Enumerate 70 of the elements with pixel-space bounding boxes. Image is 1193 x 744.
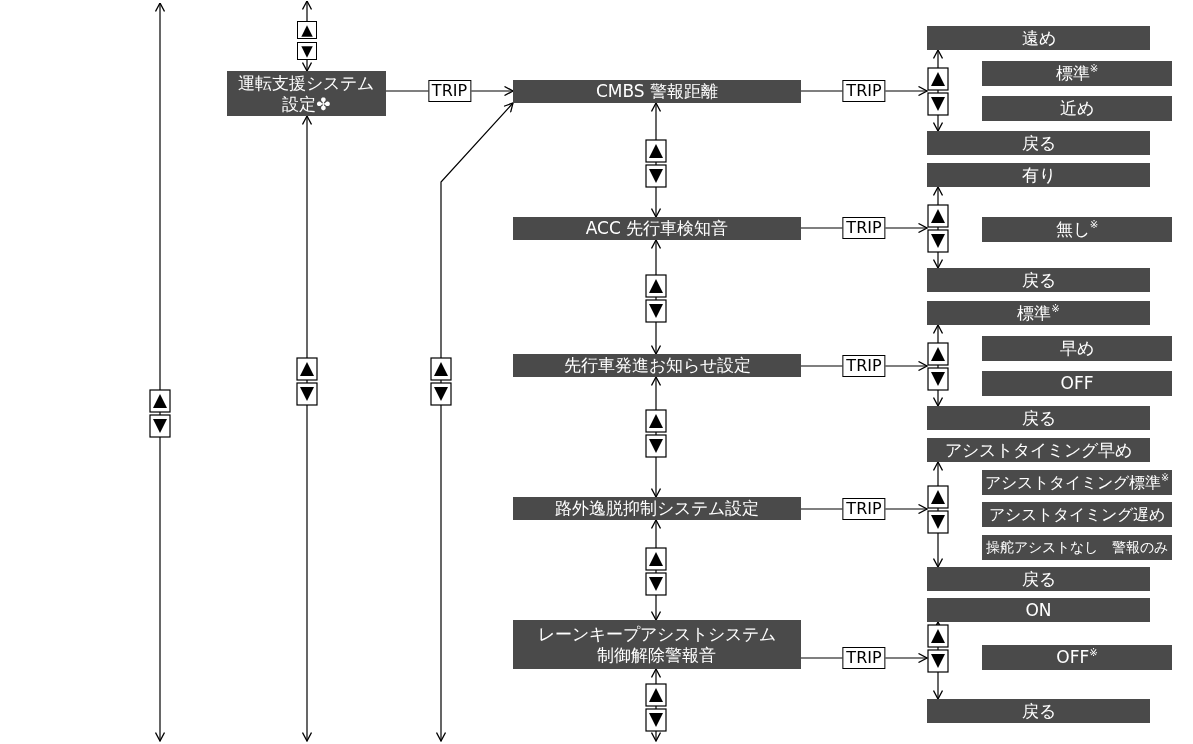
double-arrow-connector [932, 186, 944, 269]
double-arrow-connector [932, 461, 944, 568]
option-box [927, 26, 1150, 50]
option-box [982, 96, 1172, 121]
option-label: 戻る [1021, 269, 1056, 291]
option-label: 操舵アシストなし 警報のみ [986, 539, 1168, 556]
option-label: 戻る [1021, 407, 1056, 429]
option-box [927, 406, 1150, 430]
option-label: 遠め [1021, 27, 1056, 49]
double-arrow-connector [650, 668, 662, 742]
edge-label: TRIP [842, 498, 886, 520]
option-label: 戻る [1021, 700, 1056, 722]
menu-item-label: 運転支援システム設定✤ [237, 73, 376, 114]
option-box [982, 371, 1172, 396]
edge-label: TRIP [842, 647, 886, 669]
arrow-connector [301, 0, 313, 22]
option-label: 近め [1060, 98, 1094, 119]
double-arrow-connector [650, 376, 662, 498]
option-box [927, 699, 1150, 723]
option-label: ON [1025, 599, 1052, 621]
menu-item-box [513, 620, 801, 669]
arrow-button: ▲ [297, 21, 317, 39]
menu-item-box [513, 497, 801, 520]
option-box [927, 131, 1150, 155]
double-arrow-connector [932, 324, 944, 407]
option-label: 早め [1060, 338, 1094, 359]
edge-label: TRIP [427, 80, 472, 102]
option-label: アシストタイミング早め [945, 439, 1132, 461]
menu-item-label: CMBS 警報距離 [595, 81, 719, 102]
double-arrow-connector [932, 621, 944, 700]
double-arrow-connector [435, 102, 514, 742]
option-label: 戻る [1021, 132, 1056, 154]
option-box [927, 163, 1150, 187]
option-box [927, 268, 1150, 292]
option-box [982, 645, 1172, 670]
menu-item-label: ACC 先行車検知音 [585, 218, 729, 239]
double-arrow-connector [301, 115, 313, 742]
menu-item-label: レーンキープアシストシステム制御解除警報音 [537, 624, 777, 665]
option-box [982, 502, 1172, 527]
option-box [982, 61, 1172, 86]
edge-label: TRIP [842, 355, 886, 377]
option-box [982, 217, 1172, 242]
option-label: 標準$^{※}$ [1017, 302, 1060, 324]
option-label: アシストタイミング標準$^{※}$ [984, 472, 1169, 493]
menu-item-box [513, 354, 801, 377]
arrow-button: ▼ [297, 42, 317, 60]
option-box [927, 438, 1150, 462]
menu-item-box [227, 71, 386, 116]
option-label: 無し$^{※}$ [1055, 219, 1099, 240]
option-box [927, 301, 1150, 325]
option-box [982, 336, 1172, 361]
option-label: 標準$^{※}$ [1055, 63, 1099, 84]
option-box [927, 567, 1150, 591]
option-label: 有り [1021, 164, 1056, 186]
double-arrow-connector [650, 239, 662, 355]
option-label: 戻る [1021, 568, 1056, 590]
menu-item-label: 路外逸脱抑制システム設定 [555, 498, 759, 519]
option-label: OFF$^{※}$ [1056, 647, 1098, 668]
double-arrow-connector [650, 519, 662, 621]
edge-label: TRIP [842, 80, 886, 102]
menu-item-box [513, 80, 801, 103]
option-label: OFF [1060, 373, 1094, 394]
arrow-connector [301, 59, 313, 72]
double-arrow-connector [650, 102, 662, 218]
menu-item-box [513, 217, 801, 240]
option-box [927, 598, 1150, 622]
double-arrow-connector [932, 49, 944, 132]
option-label: アシストタイミング遅め [989, 504, 1165, 525]
menu-item-label: 先行車発進お知らせ設定 [563, 355, 751, 376]
edge-label: TRIP [842, 217, 886, 239]
